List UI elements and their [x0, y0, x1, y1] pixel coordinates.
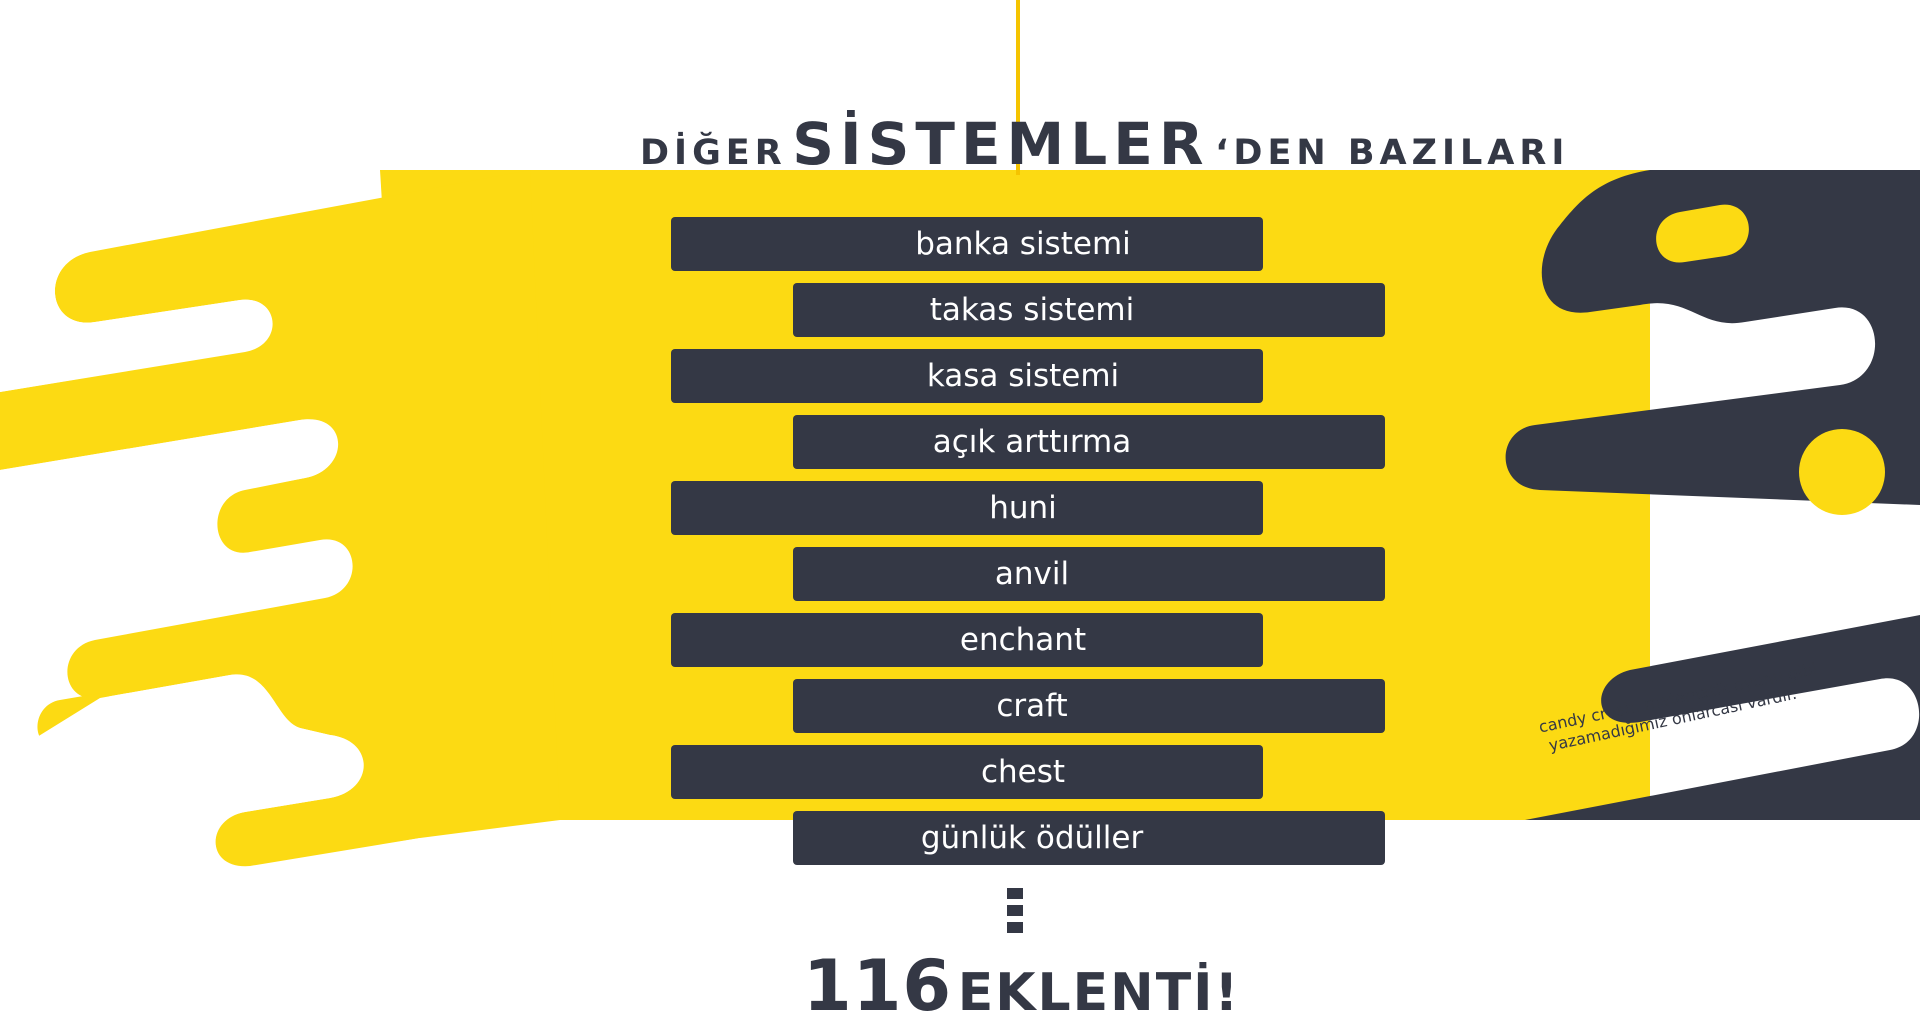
dot: [1007, 922, 1023, 933]
system-item-huni: huni: [671, 481, 1263, 535]
title-prefix: DİĞER: [640, 133, 787, 173]
dot: [1007, 905, 1023, 916]
page-title: DİĞER SİSTEMLER ‘DEN BAZILARI: [640, 110, 1640, 178]
system-item-craft: craft: [793, 679, 1385, 733]
white-cut-2: [0, 419, 337, 625]
top-accent-line: [1016, 0, 1020, 175]
system-item-gunluk-oduller: günlük ödüller: [793, 811, 1385, 865]
yellow-circle: [1799, 429, 1885, 515]
title-suffix: ‘DEN BAZILARI: [1215, 133, 1570, 173]
system-item-banka: banka sistemi: [671, 217, 1263, 271]
system-item-label: banka sistemi: [915, 226, 1131, 262]
continuation-dots: [1007, 888, 1023, 939]
system-item-takas: takas sistemi: [793, 283, 1385, 337]
white-cut-1: [0, 252, 272, 392]
system-item-label: günlük ödüller: [920, 820, 1144, 856]
dot: [1007, 888, 1023, 899]
system-item-label: chest: [980, 754, 1066, 790]
system-item-acik-arttirma: açık arttırma: [793, 415, 1385, 469]
plugin-count-label: EKLENTİ!: [957, 963, 1241, 1023]
system-item-label: enchant: [959, 622, 1087, 658]
system-item-chest: chest: [671, 745, 1263, 799]
plugin-count-number: 116: [803, 945, 953, 1026]
dark-panel: [1505, 170, 1920, 820]
system-item-enchant: enchant: [671, 613, 1263, 667]
title-main: SİSTEMLER: [792, 110, 1210, 178]
system-item-label: huni: [989, 490, 1057, 526]
yellow-pill-2: [1656, 204, 1749, 263]
system-item-label: açık arttırma: [932, 424, 1132, 460]
system-item-kasa: kasa sistemi: [671, 349, 1263, 403]
white-cut-3: [0, 674, 420, 1026]
system-item-label: takas sistemi: [929, 292, 1135, 328]
plugin-count: 116 EKLENTİ!: [803, 945, 1240, 1026]
yellow-streak-1: [0, 170, 560, 869]
system-item-label: craft: [996, 688, 1068, 724]
system-item-label: kasa sistemi: [926, 358, 1120, 394]
system-item-label: anvil: [994, 556, 1070, 592]
system-item-anvil: anvil: [793, 547, 1385, 601]
